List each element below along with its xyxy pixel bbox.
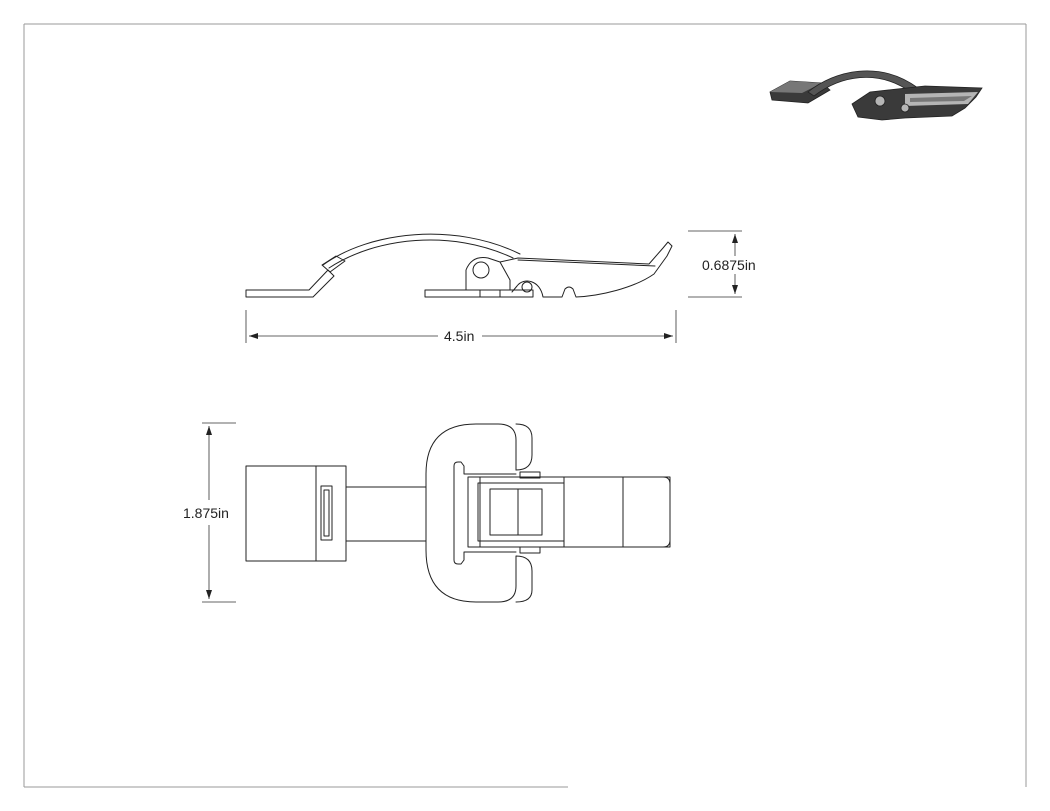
side-right-plate: [424, 289, 534, 298]
dim-length-label: 4.5in: [444, 328, 474, 344]
dim-height-label: 0.6875in: [702, 257, 756, 273]
dim-length: 4.5in: [245, 310, 677, 344]
iso-pivot-hole: [874, 95, 886, 107]
top-left-plate: [245, 465, 347, 562]
side-pivot-hole: [472, 261, 490, 279]
side-view: [245, 233, 673, 298]
top-view: [245, 423, 671, 603]
dim-width-label: 1.875in: [183, 505, 229, 521]
top-slot: [320, 485, 333, 541]
dim-width: 1.875in: [183, 422, 236, 603]
side-spring-arm: [322, 233, 521, 266]
top-c-base: [425, 423, 533, 603]
top-hinge: [477, 482, 565, 542]
side-lever: [499, 241, 673, 298]
dim-height: 0.6875in: [688, 230, 756, 298]
isometric-view: [769, 70, 983, 121]
side-left-plate: [245, 269, 335, 298]
top-spring-bar: [345, 486, 427, 542]
sheet-border: [23, 23, 1027, 788]
top-lever: [467, 476, 671, 548]
